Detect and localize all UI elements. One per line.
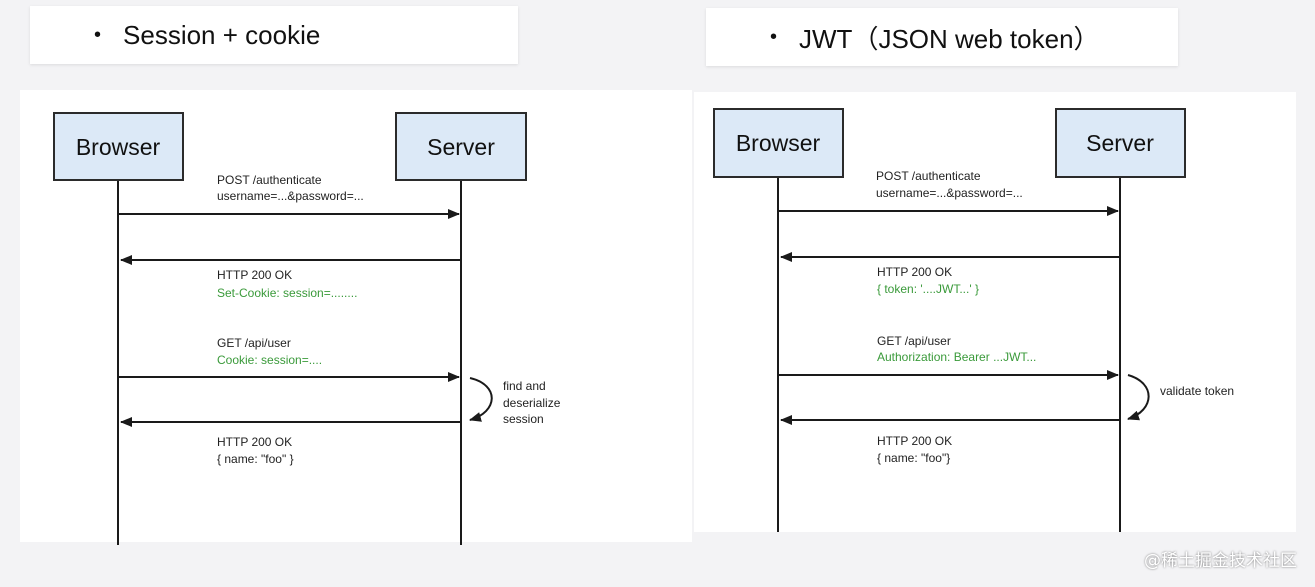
self-process-arrow <box>469 377 493 422</box>
browser-box <box>713 108 844 178</box>
note-line-1: find and <box>503 379 546 393</box>
browser-label: Browser <box>736 130 821 156</box>
left-title-box: • Session + cookie <box>30 6 518 64</box>
request-2-line-2: Authorization: Bearer ...JWT... <box>877 350 1036 364</box>
response-2-line-1: HTTP 200 OK <box>217 435 292 449</box>
left-title: Session + cookie <box>123 19 321 50</box>
response-2-line-2: { name: "foo"} <box>877 451 950 465</box>
server-label: Server <box>427 134 495 160</box>
response-2-line-2: { name: "foo" } <box>217 452 294 466</box>
server-box <box>1055 108 1186 178</box>
response-2-line-1: HTTP 200 OK <box>877 434 952 448</box>
response-1-line-2: { token: '....JWT...' } <box>877 282 979 296</box>
request-1-line-2: username=...&password=... <box>217 189 364 203</box>
bullet-icon: • <box>770 25 778 48</box>
request-1-line-1: POST /authenticate <box>876 169 981 183</box>
request-2-line-2: Cookie: session=.... <box>217 353 322 367</box>
note-line-2: deserialize <box>503 396 561 410</box>
browser-label: Browser <box>76 134 161 160</box>
right-title: JWT（JSON web token） <box>799 23 1100 54</box>
left-sequence-diagram: Browser Server POST /authenticate userna… <box>53 112 561 545</box>
browser-box <box>53 112 184 181</box>
request-1-line-2: username=...&password=... <box>876 186 1023 200</box>
request-2-line-1: GET /api/user <box>217 336 291 350</box>
response-1-line-1: HTTP 200 OK <box>877 265 952 279</box>
self-process-arrow <box>1127 374 1150 421</box>
request-1-line-1: POST /authenticate <box>217 173 322 187</box>
response-1-line-1: HTTP 200 OK <box>217 268 292 282</box>
note-line-1: validate token <box>1160 384 1234 398</box>
note-line-3: session <box>503 412 544 426</box>
right-title-box: • JWT（JSON web token） <box>706 8 1178 66</box>
response-1-line-2: Set-Cookie: session=........ <box>217 286 357 300</box>
bullet-icon: • <box>94 23 102 46</box>
watermark: @稀土掘金技术社区 <box>1144 551 1297 571</box>
request-2-line-1: GET /api/user <box>877 334 951 348</box>
server-label: Server <box>1086 130 1154 156</box>
server-box <box>395 112 527 181</box>
right-sequence-diagram: Browser Server POST /authenticate userna… <box>713 108 1234 532</box>
